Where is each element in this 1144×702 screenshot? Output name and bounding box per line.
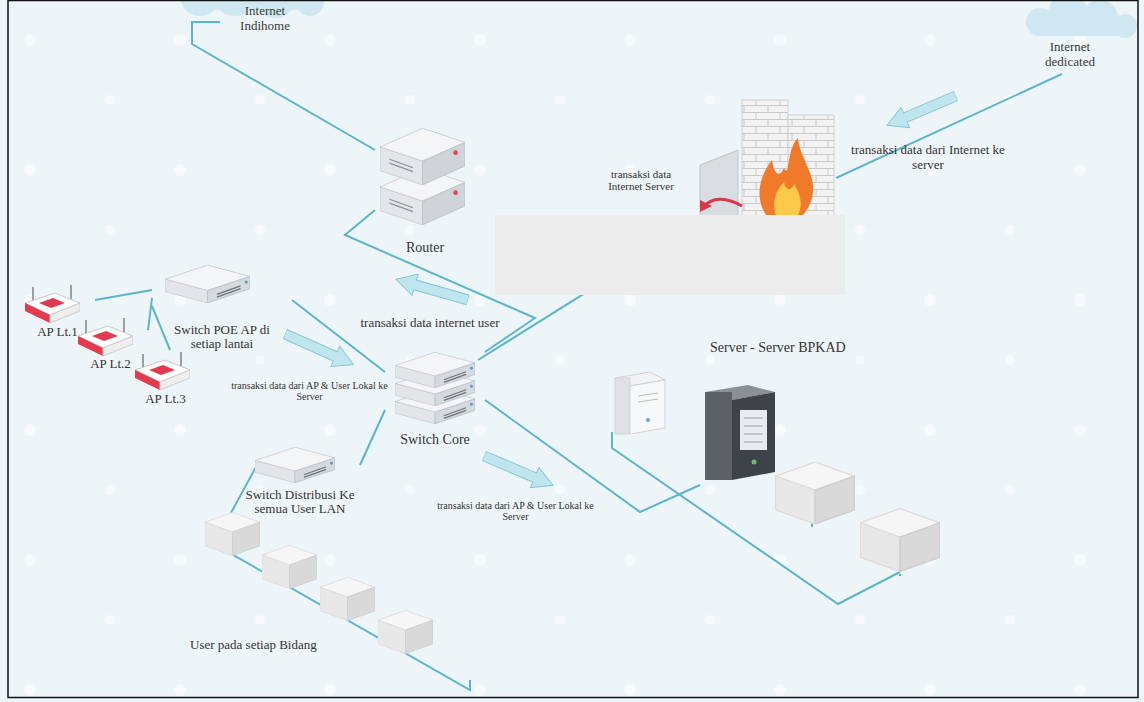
flow-note: transaksi data dari Internet ke server <box>843 143 1013 172</box>
server-box <box>776 462 855 524</box>
node-label: Internet dedicated <box>1034 40 1106 69</box>
server-tower-dark <box>705 385 775 480</box>
network-node: AP Lt.2 <box>73 316 148 372</box>
frame <box>8 1 1138 698</box>
switch-icon <box>255 447 335 483</box>
device-icons <box>25 128 940 653</box>
clouds <box>180 0 1137 38</box>
ap-icon <box>25 285 80 323</box>
switch-icon <box>395 352 475 388</box>
node-label: Switch Core <box>400 432 470 448</box>
flow-arrow <box>393 269 471 311</box>
grey-cover <box>495 215 845 295</box>
network-link <box>95 290 152 300</box>
network-node: AP Lt.3 <box>128 350 203 407</box>
node-label: Switch Distribusi Ke semua User LAN <box>243 488 357 517</box>
network-link <box>152 306 170 350</box>
user-pc <box>205 512 260 555</box>
network-link <box>485 400 700 512</box>
server-tower <box>615 372 665 434</box>
flow-note: transaksi data dari AP & User Lokal ke S… <box>428 500 603 522</box>
flow-note: transaksi data dari AP & User Lokal ke S… <box>222 380 397 402</box>
network-link <box>192 22 375 150</box>
ap-icon <box>135 352 190 390</box>
flow-note: User pada setiap Bidang <box>190 638 360 653</box>
network-link <box>345 210 535 352</box>
node-label: Router <box>406 240 444 256</box>
ap-icon <box>78 318 133 356</box>
network-node: Switch POE AP di setiap lantai <box>152 262 292 352</box>
user-pc <box>378 610 433 653</box>
switch-icon <box>165 265 250 303</box>
user-pc <box>262 545 317 588</box>
flow-arrow <box>281 324 358 375</box>
network-link <box>148 298 152 330</box>
network-link <box>360 410 385 465</box>
node-label: Server - Server BPKAD <box>710 340 846 356</box>
node-label: Internet Indihome <box>229 4 301 33</box>
node-label: Switch POE AP di setiap lantai <box>168 323 276 352</box>
router-icon <box>380 128 465 185</box>
flow-note: transaksi data internet user <box>350 316 510 331</box>
network-node: Switch Core <box>385 345 485 448</box>
user-pc <box>320 577 375 620</box>
network-link <box>292 300 385 372</box>
node-label: AP Lt.1 <box>37 325 78 340</box>
network-node: Internet Indihome <box>220 4 310 42</box>
flow-arrow <box>480 446 558 496</box>
flow-note: transaksi data Internet Server <box>596 168 686 193</box>
network-node: Router <box>375 128 475 256</box>
flow-arrow <box>883 86 961 136</box>
node-label: AP Lt.2 <box>90 357 131 372</box>
network-node: Server - Server BPKAD <box>600 340 870 485</box>
node-label: AP Lt.3 <box>145 392 186 407</box>
network-node: AP Lt.1 <box>20 283 95 340</box>
server-box <box>860 509 940 572</box>
network-node: Internet dedicated <box>1024 40 1116 78</box>
network-node: Switch Distribusi Ke semua User LAN <box>240 445 360 517</box>
firewall-icon <box>700 100 834 225</box>
layout-wires <box>214 74 1062 690</box>
